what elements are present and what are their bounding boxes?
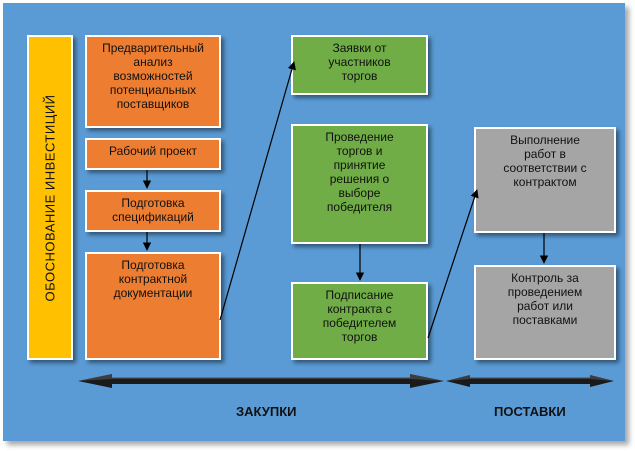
specifications-box: Подготовка спецификаций	[85, 190, 221, 232]
contract-signing-box: Подписание контракта с победителем торго…	[291, 282, 428, 360]
bidder-applications-box: Заявки от участников торгов	[291, 35, 428, 95]
purchases-timeline-arrow	[78, 374, 444, 388]
preliminary-analysis-box: Предварительный анализ возможностей поте…	[85, 35, 221, 128]
tender-conduct-box: Проведение торгов и принятие решения о в…	[291, 124, 428, 244]
works-execution-box: Выполнение работ в соответствии с контра…	[474, 127, 616, 233]
arrow-docs-to-applications	[219, 61, 296, 321]
supplies-label: ПОСТАВКИ	[494, 404, 566, 419]
arrow-signing-to-execution	[427, 189, 479, 339]
investment-justification-bar: ОБОСНОВАНИЕ ИНВЕСТИЦИЙ	[27, 35, 73, 360]
working-project-box: Рабочий проект	[85, 138, 221, 170]
purchases-label: ЗАКУПКИ	[236, 404, 297, 419]
supplies-timeline-arrow	[446, 375, 614, 387]
works-control-box: Контроль за проведением работ или постав…	[474, 265, 616, 360]
contract-documents-box: Подготовка контрактной документации	[85, 252, 221, 360]
